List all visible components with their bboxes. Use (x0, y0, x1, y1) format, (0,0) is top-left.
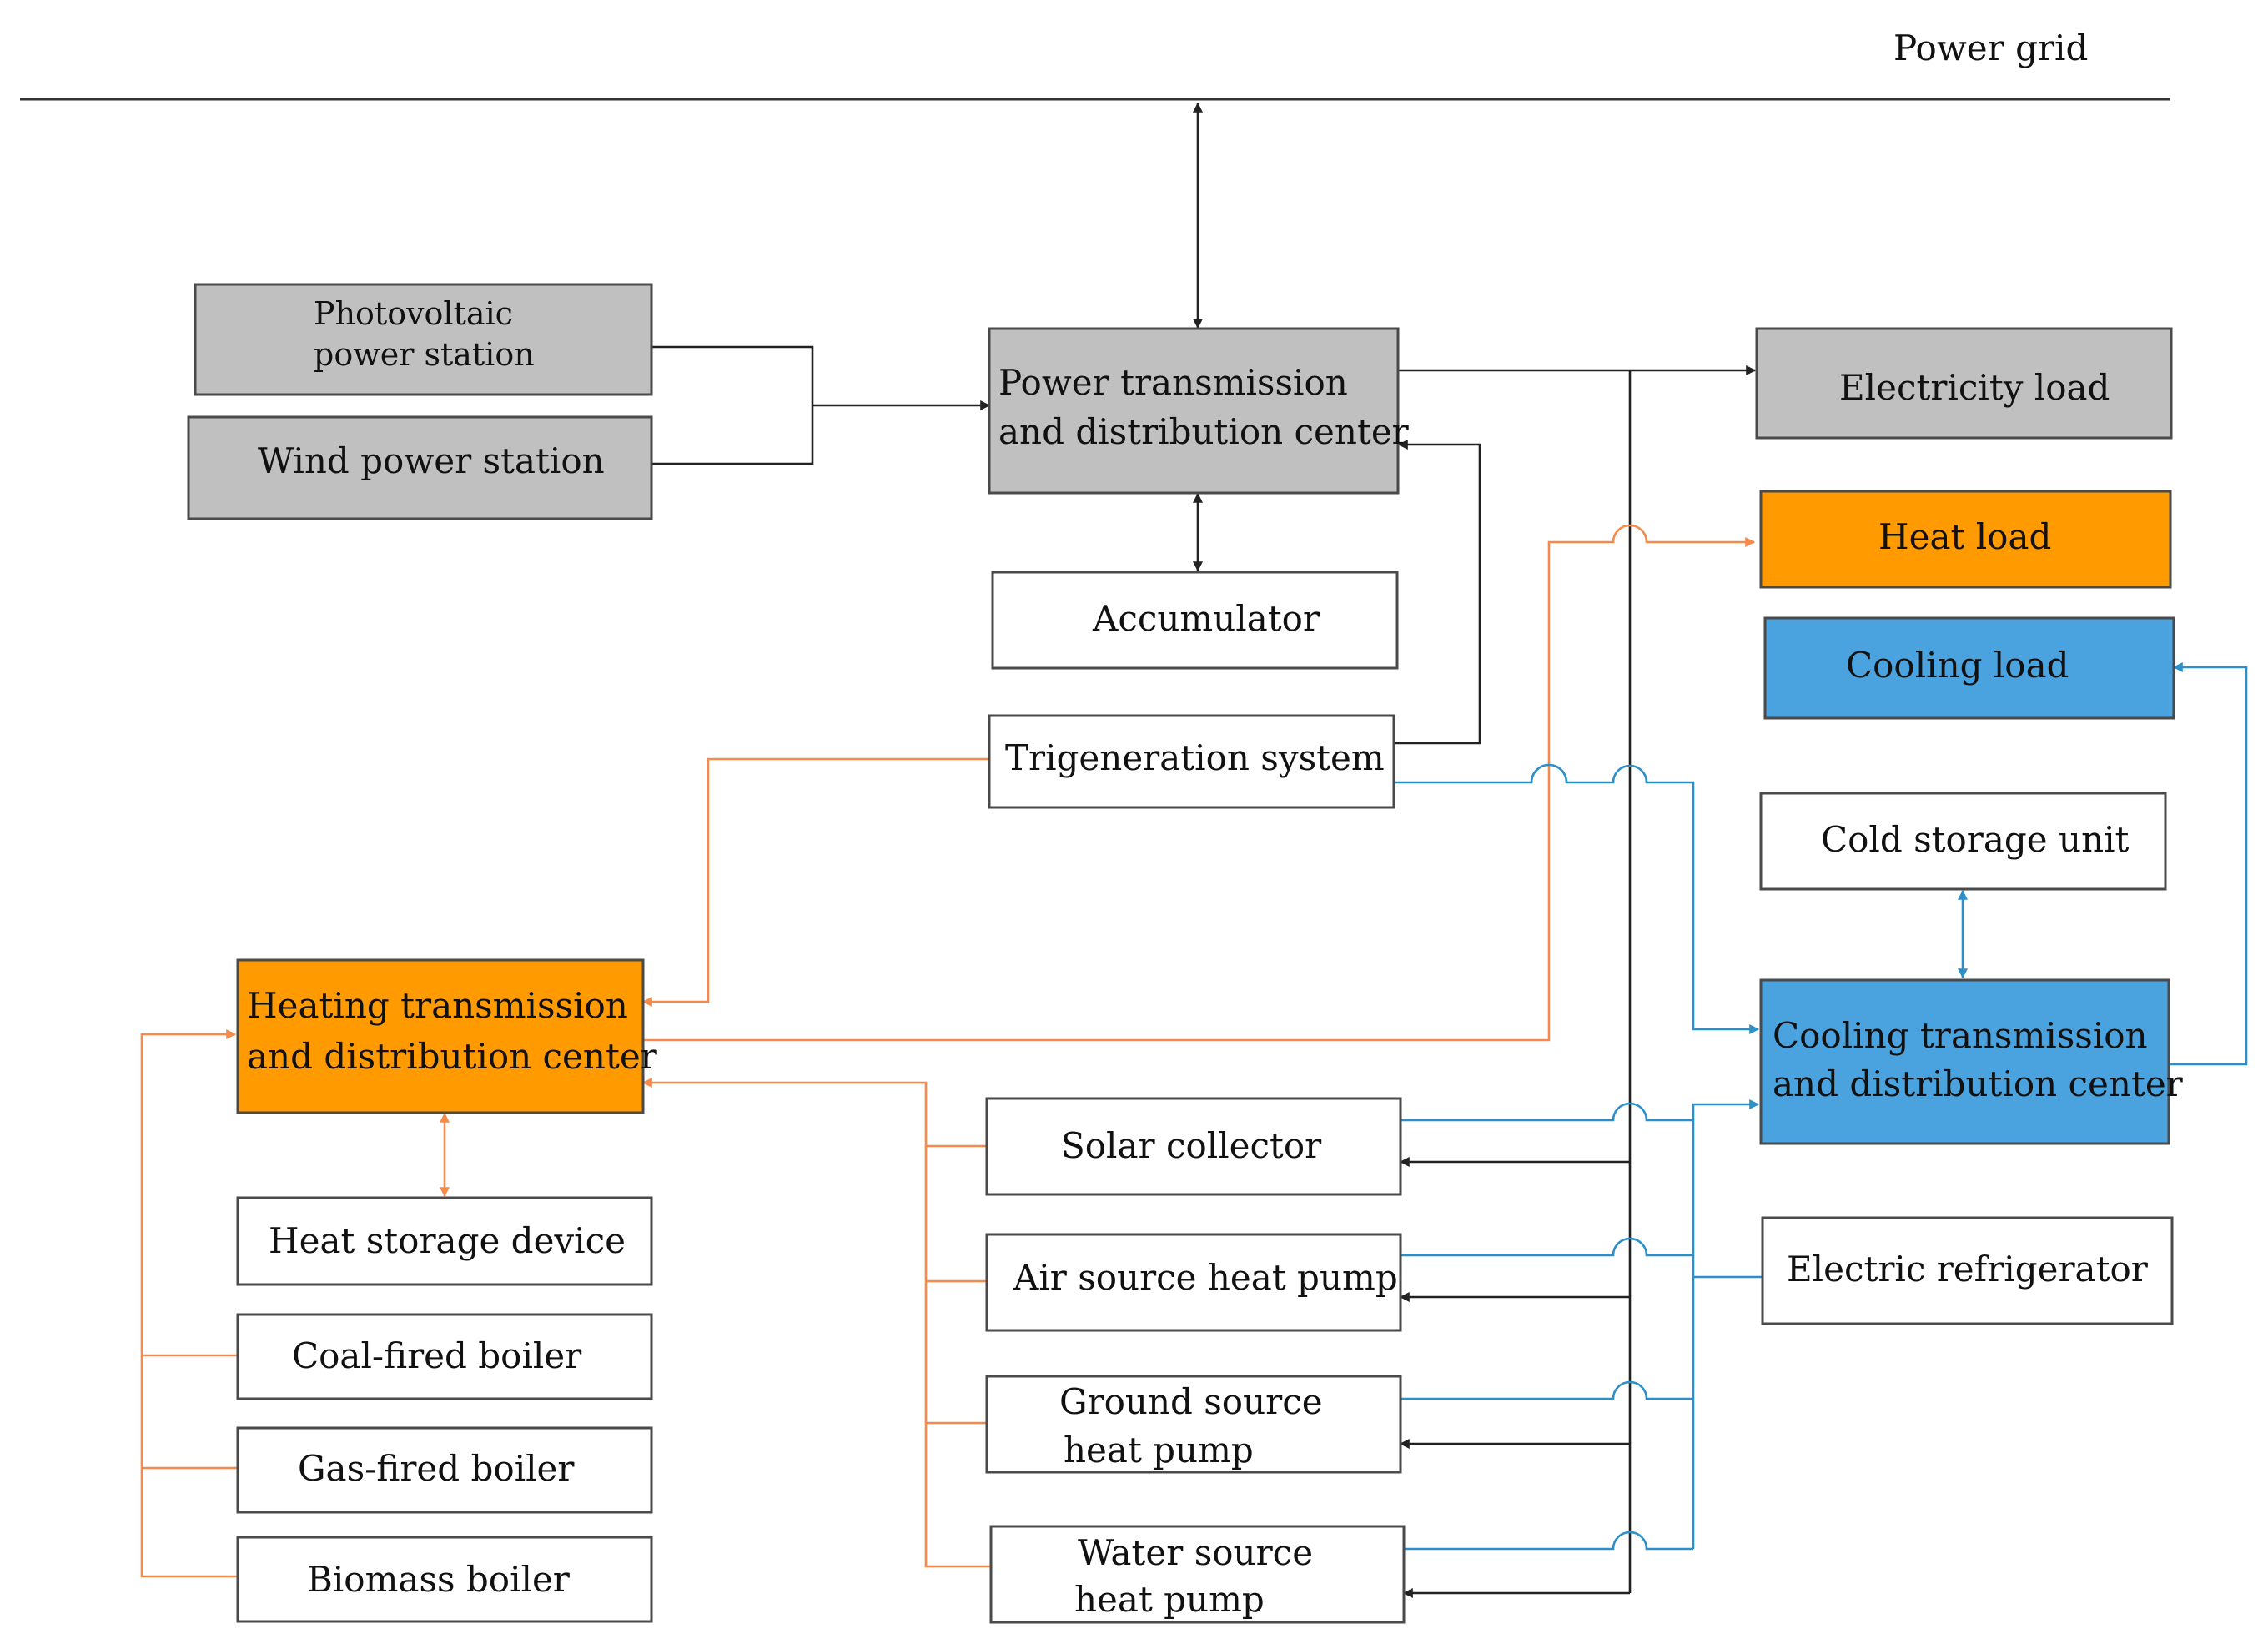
biomass-boiler: Biomass boiler (236, 1536, 653, 1623)
svg-text:Solar collector: Solar collector (1061, 1125, 1322, 1166)
ground-source-heat-pump: Ground source heat pump (985, 1375, 1402, 1474)
solar-collector: Solar collector (985, 1097, 1402, 1196)
svg-text:Heat storage device: Heat storage device (269, 1220, 626, 1261)
cooling-connectors (1394, 662, 2248, 1551)
svg-text:and distribution center: and distribution center (998, 411, 1410, 452)
power-grid-label: Power grid (1893, 28, 2088, 68)
trigeneration-system: Trigeneration system (988, 714, 1395, 809)
svg-text:Water source: Water source (1078, 1532, 1313, 1573)
electric-refrigerator: Electric refrigerator (1761, 1216, 2174, 1325)
coal-fired-boiler: Coal-fired boiler (236, 1313, 653, 1400)
svg-text:power station: power station (314, 336, 535, 373)
svg-text:Wind power station: Wind power station (258, 440, 605, 481)
svg-text:Electricity load: Electricity load (1839, 367, 2110, 408)
accumulator: Accumulator (991, 571, 1399, 670)
svg-text:Air source heat pump: Air source heat pump (1013, 1257, 1398, 1298)
svg-text:heat pump: heat pump (1074, 1579, 1265, 1620)
svg-text:Cooling transmission: Cooling transmission (1773, 1015, 2148, 1056)
cold-storage-unit: Cold storage unit (1759, 792, 2167, 891)
svg-text:Gas-fired boiler: Gas-fired boiler (298, 1448, 575, 1489)
svg-text:Cold storage unit: Cold storage unit (1821, 819, 2130, 860)
power-transmission-center: Power transmission and distribution cent… (988, 327, 1410, 495)
svg-text:and distribution center: and distribution center (1773, 1063, 2184, 1104)
svg-text:Photovoltaic: Photovoltaic (314, 295, 513, 332)
air-source-heat-pump: Air source heat pump (985, 1233, 1402, 1332)
heat-storage-device: Heat storage device (236, 1196, 653, 1286)
svg-text:Biomass boiler: Biomass boiler (307, 1559, 571, 1600)
svg-text:heat pump: heat pump (1064, 1430, 1254, 1471)
svg-text:Accumulator: Accumulator (1092, 598, 1320, 639)
svg-text:Coal-fired boiler: Coal-fired boiler (292, 1335, 582, 1376)
wind-power-station: Wind power station (187, 415, 653, 520)
water-source-heat-pump: Water source heat pump (989, 1525, 1406, 1624)
svg-text:Power transmission: Power transmission (998, 362, 1348, 403)
electric-connectors (651, 102, 1757, 1598)
cooling-load: Cooling load (1763, 616, 2175, 720)
heat-connectors (140, 524, 1756, 1578)
svg-text:Cooling load: Cooling load (1846, 645, 2069, 686)
svg-text:Heating transmission: Heating transmission (247, 985, 628, 1026)
heating-transmission-center: Heating transmission and distribution ce… (236, 958, 658, 1114)
photovoltaic-power-station: Photovoltaic power station (194, 283, 653, 396)
heat-load: Heat load (1759, 490, 2172, 589)
svg-text:Heat load: Heat load (1878, 516, 2051, 557)
svg-text:and distribution center: and distribution center (247, 1036, 658, 1077)
svg-text:Electric refrigerator: Electric refrigerator (1787, 1249, 2149, 1290)
gas-fired-boiler: Gas-fired boiler (236, 1426, 653, 1514)
svg-text:Ground source: Ground source (1059, 1381, 1323, 1422)
svg-text:Trigeneration system: Trigeneration system (1005, 737, 1385, 778)
cooling-transmission-center: Cooling transmission and distribution ce… (1759, 978, 2184, 1145)
electricity-load: Electricity load (1755, 327, 2173, 440)
